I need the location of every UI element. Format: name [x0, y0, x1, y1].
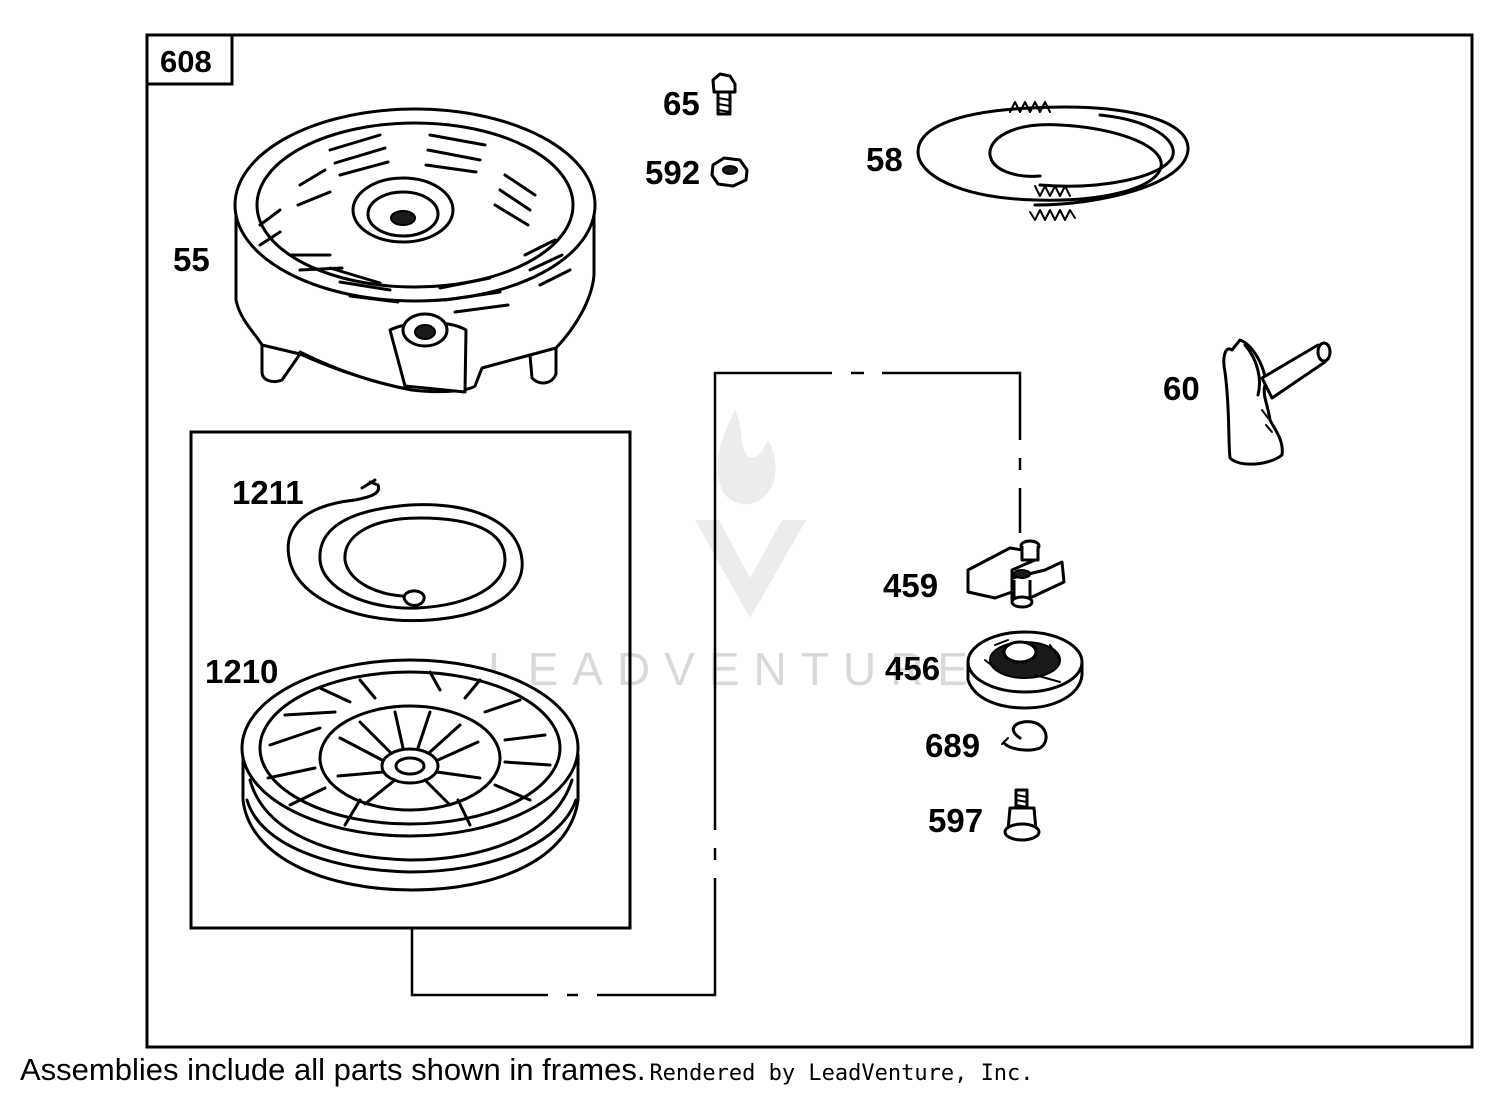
rewind-spring-part[interactable] [286, 478, 524, 623]
callout-689: 689 [925, 727, 980, 764]
assemblies-note: Assemblies include all parts shown in fr… [20, 1052, 646, 1087]
nut-part[interactable] [710, 156, 749, 188]
ratchet-pawl-part[interactable] [966, 539, 1066, 609]
connector-line-c [713, 371, 832, 830]
callout-456: 456 [885, 650, 940, 687]
connector-line-a [410, 929, 548, 997]
retaining-ring-part[interactable] [1001, 720, 1048, 752]
callout-1211: 1211 [232, 474, 304, 511]
ratchet-cover-part[interactable] [966, 630, 1084, 710]
screw-part[interactable] [1003, 788, 1041, 842]
callout-1210: 1210 [205, 653, 278, 690]
starter-housing-part[interactable] [233, 107, 597, 394]
pulley-part[interactable] [240, 658, 580, 892]
assembly-frame [189, 430, 632, 930]
callout-459: 459 [883, 567, 938, 604]
callout-58: 58 [866, 141, 903, 178]
rendered-by-note: Rendered by LeadVenture, Inc. [649, 1061, 1034, 1086]
callout-597: 597 [928, 802, 983, 839]
callout-55: 55 [173, 241, 210, 278]
watermark-logo [695, 410, 806, 618]
callout-65: 65 [663, 85, 700, 122]
outer-frame [145, 33, 1474, 1049]
starter-rope-part[interactable] [916, 101, 1190, 221]
callout-592: 592 [645, 154, 700, 191]
starter-handle-part[interactable] [1222, 338, 1332, 466]
footer-caption: Assemblies include all parts shown in fr… [20, 1052, 1034, 1088]
bolt-part[interactable] [711, 72, 737, 116]
callout-60: 60 [1163, 370, 1200, 407]
frame-label-box [145, 33, 234, 86]
connector-line-b [597, 878, 717, 997]
frame-label: 608 [160, 44, 212, 79]
watermark-text: LEADVENTURE [488, 643, 982, 695]
connector-line-d [882, 371, 1022, 440]
